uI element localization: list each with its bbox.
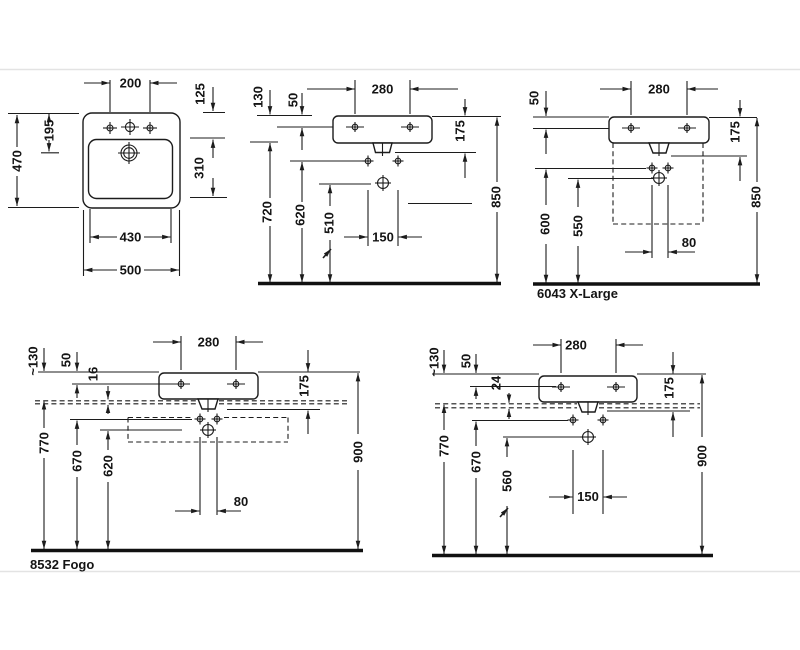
dim-620: 620 xyxy=(101,455,116,477)
dim-900: 900 xyxy=(351,441,366,463)
dim-175: 175 xyxy=(297,375,312,397)
dim-720: 720 xyxy=(260,201,275,223)
reference-lines xyxy=(250,114,501,205)
dim-130: 130 xyxy=(251,86,266,108)
dim-430: 430 xyxy=(120,230,142,245)
dim-770: 770 xyxy=(437,435,452,457)
dimension-lines xyxy=(41,336,361,549)
view-front-wall: 130 50 280 175 720 620 510 150 850 xyxy=(250,80,504,286)
tap-hole-icons xyxy=(172,379,245,389)
dim-175: 175 xyxy=(662,377,677,399)
washbasin-front-outline xyxy=(608,116,710,154)
dim-195: 195 xyxy=(42,120,57,142)
dim-130: ~130 xyxy=(427,347,442,376)
dim-130: ~130 xyxy=(26,346,41,375)
dim-50: 50 xyxy=(459,354,474,368)
dim-600: 600 xyxy=(538,213,553,235)
countertop-dashed-lines xyxy=(35,400,350,405)
dim-150: 150 xyxy=(372,230,394,245)
dim-310: 310 xyxy=(192,157,207,179)
dim-280: 280 xyxy=(372,82,394,97)
dimension-lines xyxy=(543,81,760,283)
dim-280: 280 xyxy=(565,338,587,353)
dim-280: 280 xyxy=(198,335,220,350)
dim-470: 470 xyxy=(10,150,25,172)
view-counter-24: ~130 50 24 280 175 770 670 560 150 900 xyxy=(427,338,713,558)
dimension-lines-plan xyxy=(8,80,227,276)
dim-125: 125 xyxy=(193,83,208,105)
dim-50: 50 xyxy=(286,93,301,107)
drain-icon-plan xyxy=(118,142,140,164)
product-label-x-large: 6043 X-Large xyxy=(537,286,618,301)
dim-620: 620 xyxy=(293,204,308,226)
dim-16: 16 xyxy=(86,367,101,381)
furniture-dashed-outline xyxy=(127,416,289,443)
fixing-and-drain-icons xyxy=(567,402,609,514)
reference-lines xyxy=(38,371,360,431)
view-fogo: ~130 50 16 280 175 770 670 620 80 900 85… xyxy=(26,335,366,573)
reference-lines xyxy=(432,373,706,438)
dim-770: 770 xyxy=(37,432,52,454)
product-label-fogo: 8532 Fogo xyxy=(30,557,94,572)
tap-hole-icons xyxy=(622,123,696,133)
dim-50: 50 xyxy=(527,91,542,105)
outlet-direction-arrow-icon xyxy=(322,248,332,259)
fixing-and-drain-icons xyxy=(362,143,404,246)
fixing-and-drain-icons xyxy=(646,143,674,258)
dim-850: 850 xyxy=(749,186,764,208)
reference-lines xyxy=(533,116,757,180)
view-plan: 200 125 195 470 310 430 500 xyxy=(8,76,227,278)
dim-200: 200 xyxy=(120,76,142,91)
tap-hole-icons xyxy=(346,122,419,132)
dim-550: 550 xyxy=(571,215,586,237)
dim-150: 150 xyxy=(577,489,599,504)
dimension-lines xyxy=(267,80,500,283)
page-separator-lines xyxy=(0,68,800,573)
dim-850: 850 xyxy=(489,186,504,208)
view-x-large: 50 280 175 600 550 80 850 6043 X-Large xyxy=(527,81,764,301)
dim-670: 670 xyxy=(70,450,85,472)
dimension-lines xyxy=(441,339,705,554)
countertop-dashed-lines xyxy=(435,403,700,409)
outlet-direction-arrow-icon xyxy=(499,507,509,518)
dim-280: 280 xyxy=(648,82,670,97)
dim-900: 900 xyxy=(695,445,710,467)
dim-80: 80 xyxy=(682,235,696,250)
dim-50: 50 xyxy=(59,353,74,367)
dim-510: 510 xyxy=(322,212,337,234)
dim-175: 175 xyxy=(453,120,468,142)
dim-175: 175 xyxy=(728,121,743,143)
dim-670: 670 xyxy=(469,451,484,473)
fixing-and-drain-icons xyxy=(194,399,223,515)
tap-hole-icons xyxy=(103,119,157,135)
dim-500: 500 xyxy=(120,263,142,278)
dim-80: 80 xyxy=(234,494,248,509)
dim-560: 560 xyxy=(500,470,515,492)
pedestal-dashed-outline xyxy=(612,143,704,225)
dim-24: 24 xyxy=(489,375,504,390)
